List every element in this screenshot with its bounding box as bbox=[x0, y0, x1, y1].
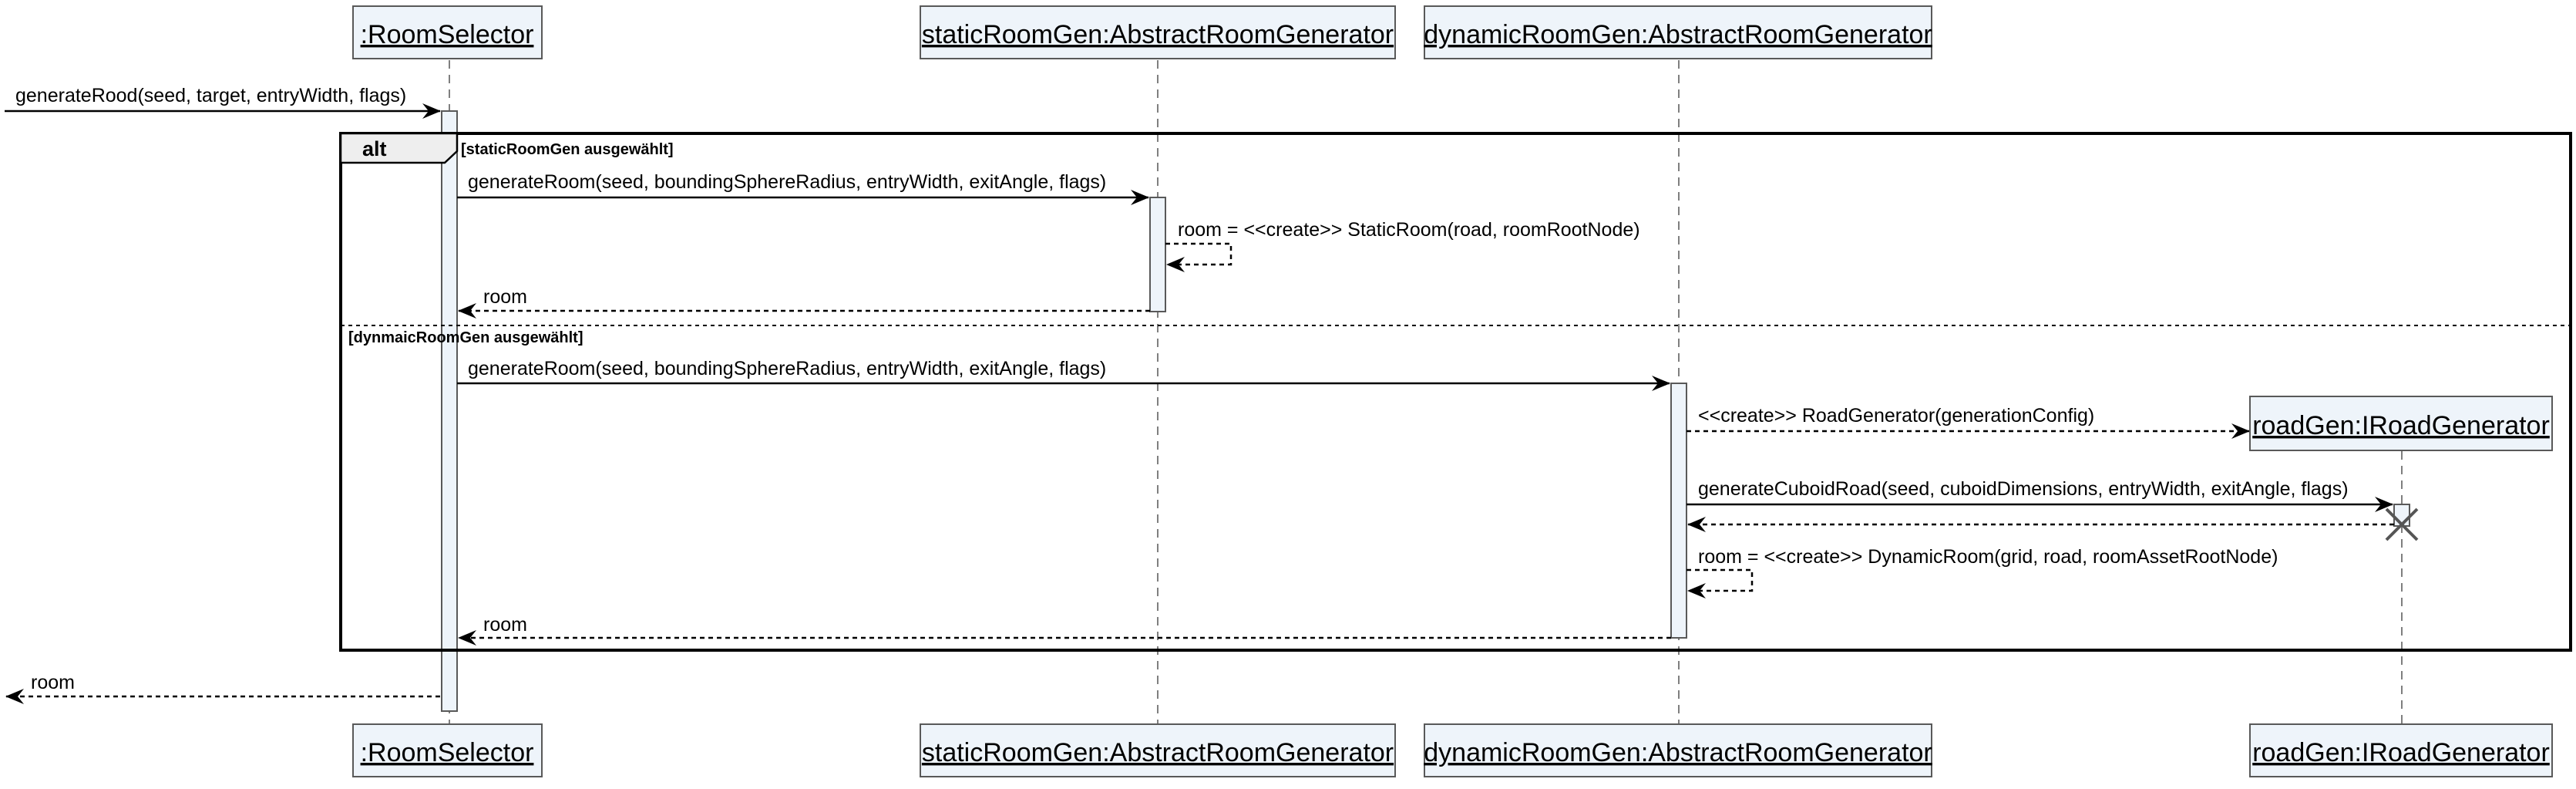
activation-room-selector bbox=[441, 110, 458, 712]
guard-dynamic-label: [dynmaicRoomGen ausgewählt] bbox=[348, 329, 583, 346]
participant-dynamic-room-gen-bottom-label: dynamicRoomGen:AbstractRoomGenerator bbox=[1424, 738, 1932, 767]
participant-dynamic-room-gen-bottom: dynamicRoomGen:AbstractRoomGenerator bbox=[1424, 723, 1932, 777]
message-generate-road-label: generateRood(seed, target, entryWidth, f… bbox=[15, 85, 406, 106]
guard-static-label: [staticRoomGen ausgewählt] bbox=[461, 141, 674, 158]
participant-room-selector-bottom: :RoomSelector bbox=[352, 723, 543, 777]
participant-road-gen-created: roadGen:IRoadGenerator bbox=[2249, 396, 2553, 451]
alt-fragment-frame bbox=[339, 132, 2572, 652]
activation-dynamic-room-gen bbox=[1670, 383, 1687, 639]
message-create-static-room-arrow bbox=[1165, 242, 1233, 272]
message-return-room-dynamic-label: room bbox=[483, 614, 527, 636]
message-generate-room-dynamic-label: generateRoom(seed, boundingSphereRadius,… bbox=[468, 358, 1106, 379]
message-create-road-generator-label: <<create>> RoadGenerator(generationConfi… bbox=[1698, 405, 2094, 427]
participant-room-selector-top: :RoomSelector bbox=[352, 5, 543, 59]
participant-static-room-gen-top: staticRoomGen:AbstractRoomGenerator bbox=[920, 5, 1396, 59]
destroy-mark bbox=[2385, 507, 2419, 541]
participant-room-selector-bottom-label: :RoomSelector bbox=[361, 738, 534, 767]
message-create-static-room-label: room = <<create>> StaticRoom(road, roomR… bbox=[1178, 219, 1640, 241]
participant-road-gen-bottom: roadGen:IRoadGenerator bbox=[2249, 723, 2553, 777]
alt-operator-label: alt bbox=[362, 137, 387, 160]
participant-dynamic-room-gen-top: dynamicRoomGen:AbstractRoomGenerator bbox=[1424, 5, 1932, 59]
activation-static-room-gen bbox=[1149, 197, 1166, 312]
participant-dynamic-room-gen-top-label: dynamicRoomGen:AbstractRoomGenerator bbox=[1424, 20, 1932, 49]
message-return-room-final-label: room bbox=[31, 672, 75, 693]
message-create-dynamic-room-label: room = <<create>> DynamicRoom(grid, road… bbox=[1698, 546, 2278, 568]
message-return-room-static-label: room bbox=[483, 286, 527, 308]
message-generate-room-static-label: generateRoom(seed, boundingSphereRadius,… bbox=[468, 171, 1106, 193]
message-generate-cuboid-road-label: generateCuboidRoad(seed, cuboidDimension… bbox=[1698, 478, 2349, 500]
alt-fragment-tab bbox=[339, 132, 459, 164]
participant-road-gen-created-label: roadGen:IRoadGenerator bbox=[2252, 411, 2550, 440]
participant-static-room-gen-top-label: staticRoomGen:AbstractRoomGenerator bbox=[922, 20, 1394, 49]
participant-static-room-gen-bottom: staticRoomGen:AbstractRoomGenerator bbox=[920, 723, 1396, 777]
participant-room-selector-top-label: :RoomSelector bbox=[361, 20, 534, 49]
participant-road-gen-bottom-label: roadGen:IRoadGenerator bbox=[2252, 738, 2550, 767]
participant-static-room-gen-bottom-label: staticRoomGen:AbstractRoomGenerator bbox=[922, 738, 1394, 767]
message-create-dynamic-room-arrow bbox=[1687, 568, 1754, 598]
